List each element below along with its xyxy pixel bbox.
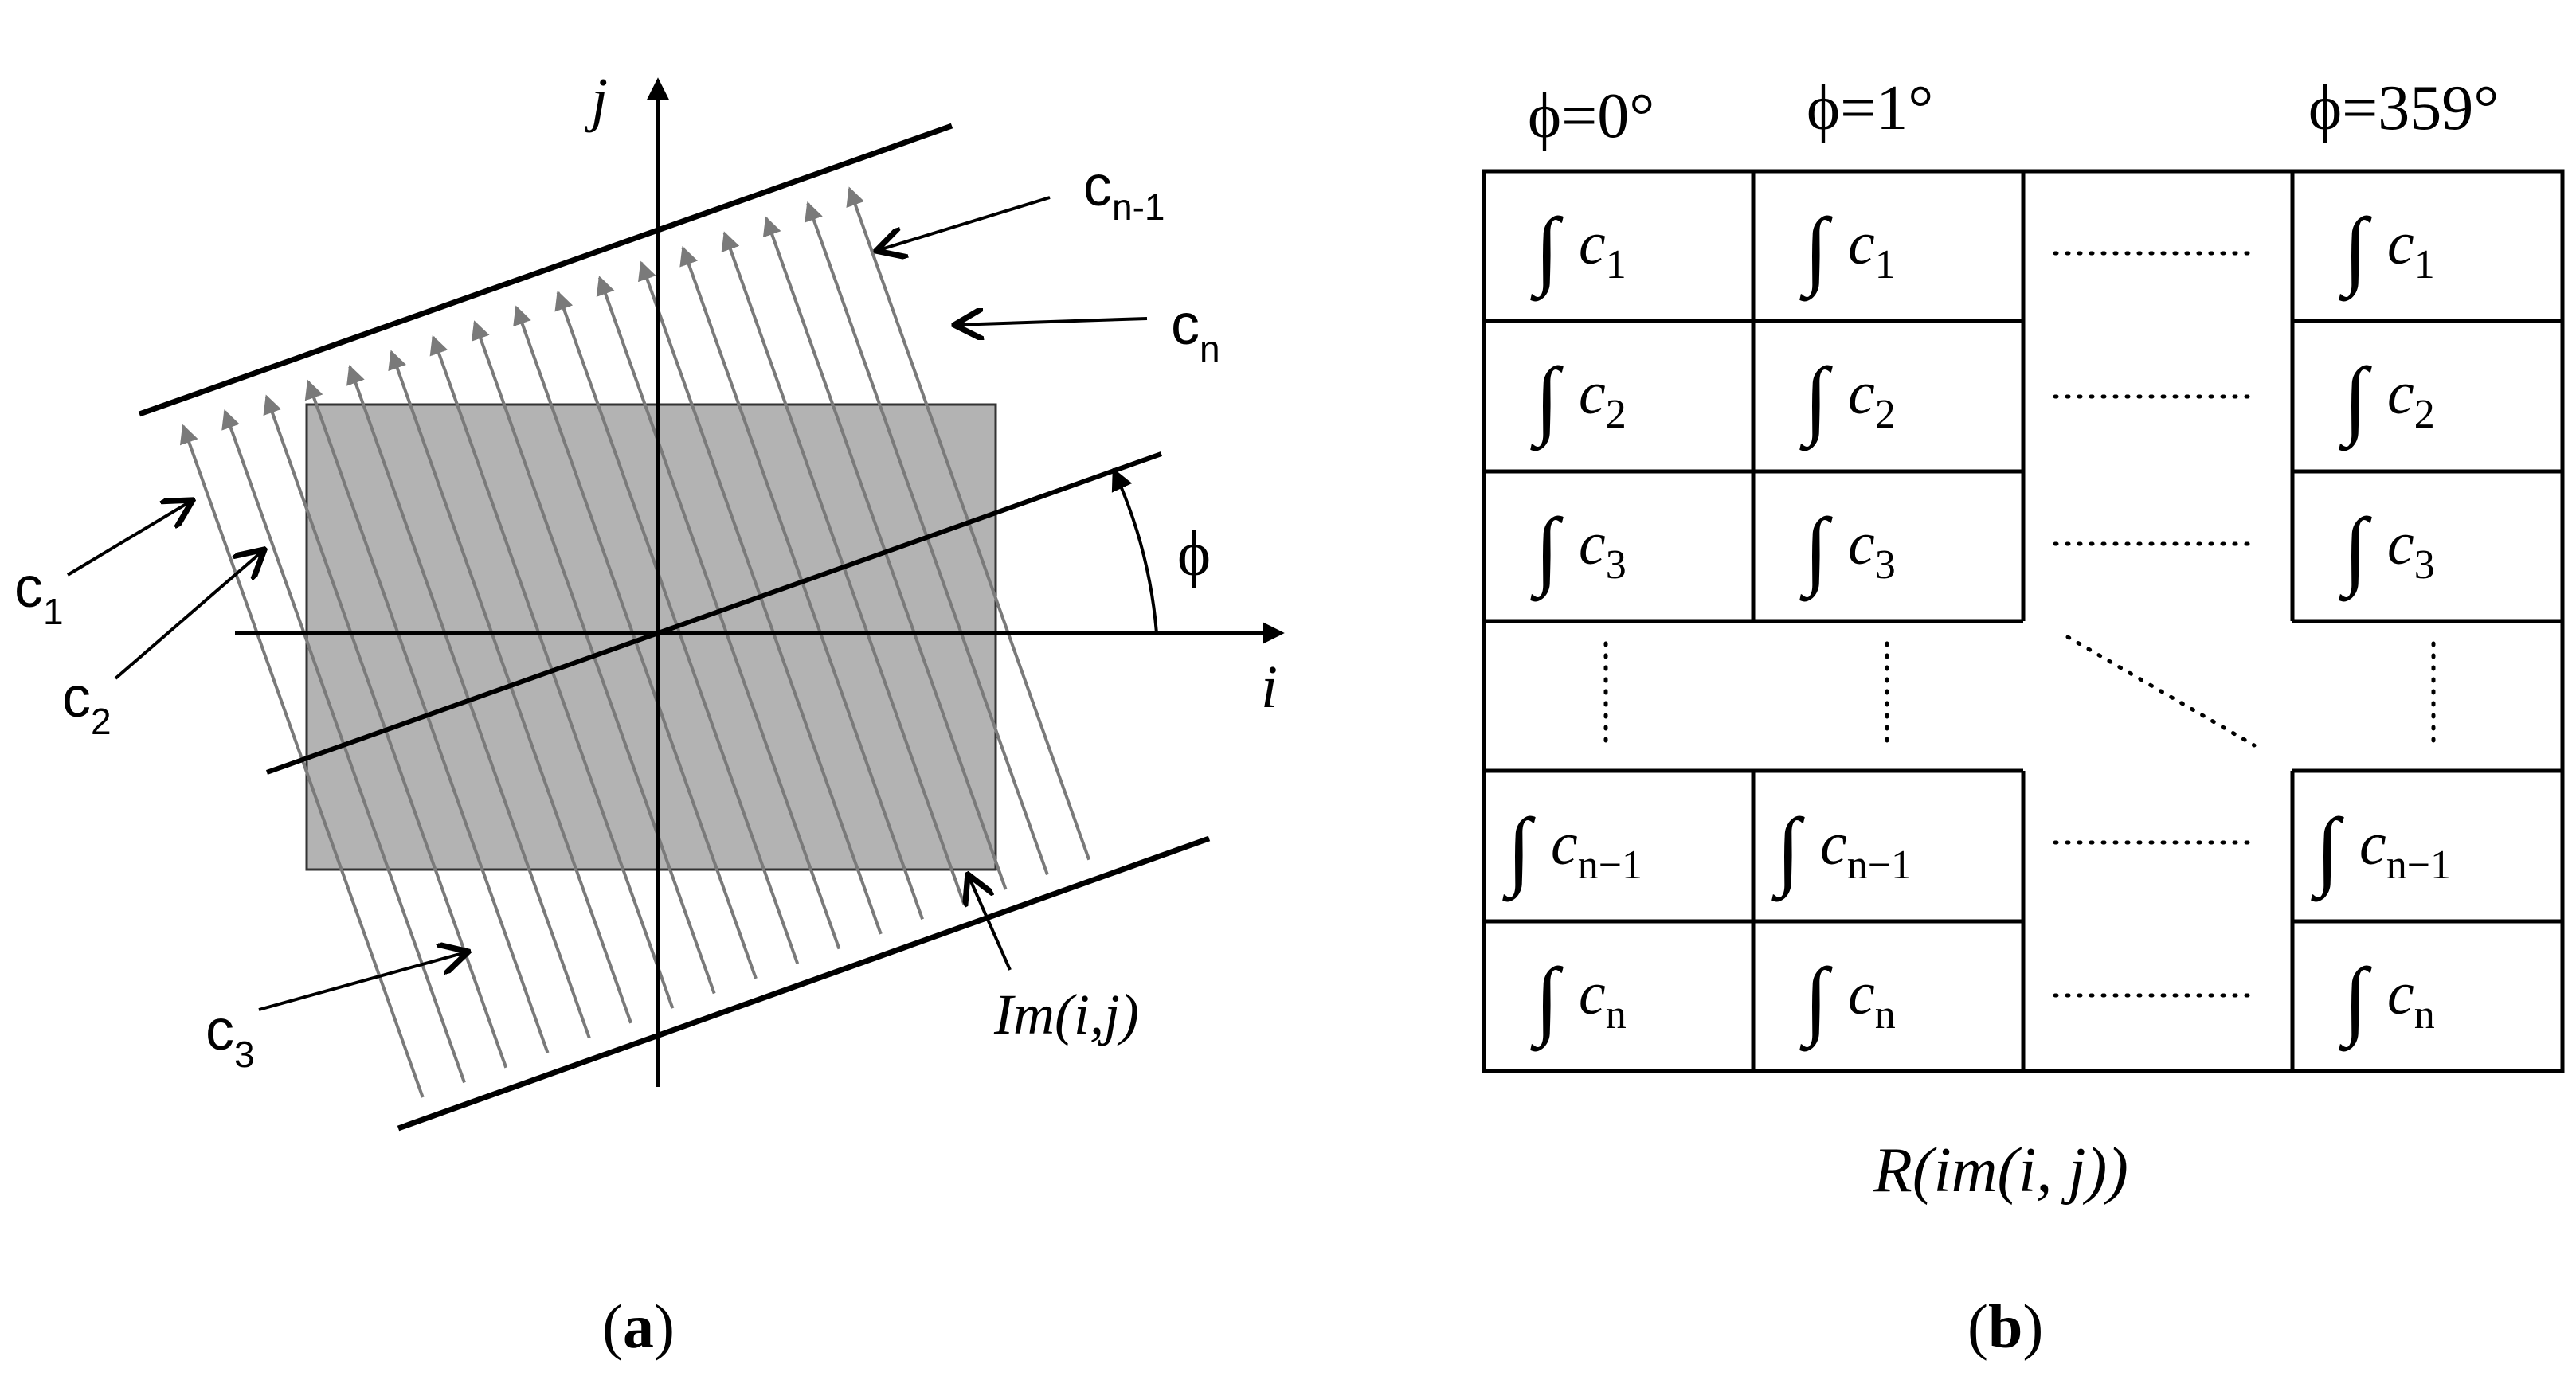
- cn-1-label: cn-1: [1083, 154, 1165, 228]
- panel-b: ϕ=0° ϕ=1° ϕ=359°: [1482, 73, 2565, 1361]
- integral-cell: ∫c3: [1530, 500, 1627, 602]
- cn-pointer: [954, 319, 1148, 325]
- integral-cell: ∫c2: [1530, 350, 1627, 452]
- c1-label: c1: [14, 556, 64, 632]
- integral-sign: ∫: [2339, 350, 2372, 452]
- integral-cell: ∫c2: [1799, 350, 1896, 452]
- integral-term: c2: [1848, 360, 1896, 437]
- transform-label: R(im(i, j)): [1873, 1136, 2128, 1206]
- integral-term: c3: [1579, 510, 1627, 588]
- ellipsis-marks: [1603, 251, 2436, 998]
- cn-1-pointer: [876, 196, 1051, 251]
- integral-term: cn: [1579, 960, 1627, 1038]
- integral-sign: ∫: [2339, 200, 2372, 302]
- caption-a: (a): [602, 1292, 675, 1361]
- integral-cell: ∫cn−1: [2311, 800, 2451, 902]
- integral-term: cn: [1848, 960, 1896, 1038]
- integral-cell: ∫c3: [2339, 500, 2435, 602]
- integral-sign: ∫: [1771, 800, 1805, 902]
- integral-cell: ∫c3: [1799, 500, 1896, 602]
- integral-term: cn−1: [1551, 811, 1642, 888]
- c3-label: c3: [206, 999, 255, 1075]
- integral-cell: ∫c1: [1799, 200, 1896, 302]
- i-axis-label: i: [1261, 654, 1278, 721]
- integral-term: cn−1: [1820, 811, 1912, 888]
- integral-term: c1: [1579, 210, 1627, 287]
- band-bottom-line: [397, 835, 1211, 1132]
- caption-b: (b): [1967, 1292, 2043, 1361]
- image-label: Im(i,j): [993, 983, 1139, 1046]
- c3-pointer: [258, 952, 468, 1011]
- j-axis-label: j: [584, 66, 608, 133]
- rotated-axis: [265, 452, 1163, 775]
- integral-sign: ∫: [1799, 500, 1833, 602]
- c1-pointer: [66, 500, 193, 577]
- panel-a: j i ϕ c1 c2 c3 cn-1 cn Im(i,j) (a): [14, 66, 1285, 1361]
- integral-cell: ∫c1: [2339, 200, 2435, 302]
- integral-sign: ∫: [1530, 950, 1564, 1052]
- integral-sign: ∫: [1530, 200, 1564, 302]
- integral-term: c3: [2387, 510, 2435, 588]
- integral-cell: ∫cn: [2339, 950, 2435, 1052]
- integral-sign: ∫: [2339, 950, 2372, 1052]
- integral-sign: ∫: [1799, 950, 1833, 1052]
- integral-cell: ∫cn−1: [1502, 800, 1642, 902]
- integral-cell: ∫c1: [1530, 200, 1627, 302]
- integral-sign: ∫: [1799, 200, 1833, 302]
- integral-sign: ∫: [1530, 500, 1564, 602]
- c2-label: c2: [62, 666, 112, 742]
- band-top-line: [138, 123, 953, 417]
- integral-term: c2: [2387, 360, 2435, 437]
- integral-term: c1: [2387, 210, 2435, 287]
- integral-term: cn−1: [2359, 811, 2451, 888]
- phi-label: ϕ: [1177, 519, 1211, 589]
- integral-sign: ∫: [1502, 800, 1536, 902]
- column-header-phi-359: ϕ=359°: [2308, 73, 2499, 143]
- integral-sign: ∫: [1799, 350, 1833, 452]
- integral-cell: ∫cn−1: [1771, 800, 1912, 902]
- integral-term: c3: [1848, 510, 1896, 588]
- column-header-phi-0: ϕ=0°: [1528, 81, 1654, 151]
- integral-term: c1: [1848, 210, 1896, 287]
- integral-term: c2: [1579, 360, 1627, 437]
- column-header-phi-1: ϕ=1°: [1807, 73, 1933, 143]
- cn-label: cn: [1171, 293, 1220, 369]
- integral-cell: ∫cn: [1799, 950, 1896, 1052]
- integral-term: cn: [2387, 960, 2435, 1038]
- integral-sign: ∫: [1530, 350, 1564, 452]
- integral-cell: ∫cn: [1530, 950, 1627, 1052]
- angle-arc: [1111, 467, 1158, 634]
- integral-sign: ∫: [2339, 500, 2372, 602]
- im-pointer: [968, 874, 1012, 971]
- c2-pointer: [114, 549, 264, 680]
- integral-cell: ∫c2: [2339, 350, 2435, 452]
- integral-cells: ∫c1∫c1∫c1∫c2∫c2∫c2∫c3∫c3∫c3∫cn−1∫cn−1∫cn…: [1502, 200, 2451, 1052]
- diag-ellipsis: [2065, 635, 2257, 748]
- integral-sign: ∫: [2311, 800, 2344, 902]
